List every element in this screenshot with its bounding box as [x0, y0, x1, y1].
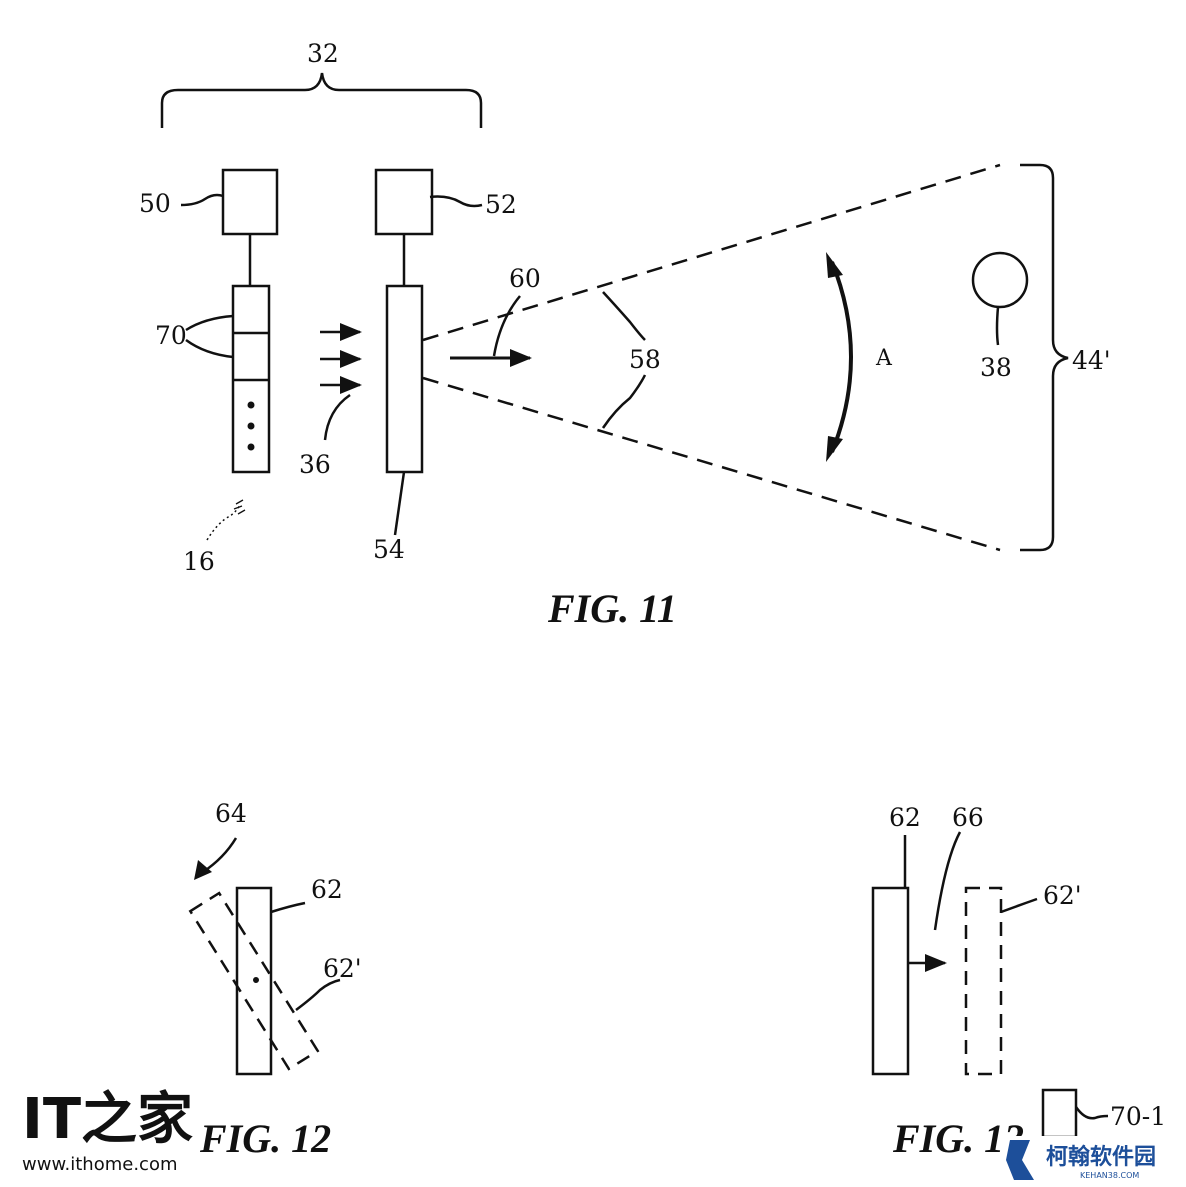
leader-62-prime	[295, 978, 341, 1011]
leader-70-1	[1074, 1106, 1109, 1120]
brace-32	[160, 72, 483, 128]
leader-62	[270, 901, 306, 914]
kehan-watermark: 柯翰软件园 KEHAN38.COM	[1003, 1136, 1179, 1182]
brace-44	[1020, 163, 1069, 552]
display-54	[385, 284, 424, 474]
kehan-url: KEHAN38.COM	[1080, 1171, 1139, 1180]
fov-upper-edge	[422, 163, 1001, 342]
leader-66	[933, 831, 962, 931]
ithome-url: www.ithome.com	[22, 1154, 178, 1175]
label-62: 62	[311, 875, 343, 904]
label-70: 70	[155, 321, 187, 350]
label-32: 32	[307, 39, 339, 68]
display-62-fig13	[871, 886, 910, 1076]
leader-70a	[185, 314, 234, 332]
ithome-logo-text: IT之家	[22, 1087, 193, 1152]
leader-62-prime-fig13	[1000, 897, 1038, 914]
leader-50	[180, 193, 224, 207]
rotation-arrow-A	[830, 261, 853, 453]
box-50	[221, 168, 279, 236]
leader-58-upper	[602, 291, 646, 341]
arrow-64-head	[194, 860, 212, 880]
figure-13: 62 66 62' 70-1 FIG. 13	[871, 803, 1166, 1161]
leader-36	[323, 393, 351, 441]
leader-52	[429, 195, 483, 208]
kehan-bg	[1003, 1136, 1179, 1182]
ellipsis-dot	[247, 422, 255, 430]
leader-54	[393, 471, 406, 536]
fov-lower-edge	[422, 376, 1001, 552]
label-62-fig13: 62	[889, 803, 921, 832]
ithome-logo-bg	[20, 1085, 94, 1143]
rotation-arrow-head-bottom	[826, 436, 843, 462]
leader-70b	[185, 338, 234, 359]
kehan-logo-icon	[1006, 1140, 1034, 1180]
display-62-shifted	[964, 886, 1003, 1076]
display-62-rotated	[188, 891, 320, 1071]
label-A: A	[875, 346, 893, 371]
caption-fig-13: FIG. 13	[892, 1116, 1024, 1161]
ellipsis-dot	[247, 443, 255, 451]
label-66: 66	[952, 803, 984, 832]
leader-60	[492, 295, 521, 357]
label-58: 58	[629, 345, 661, 374]
label-52: 52	[485, 190, 517, 219]
object-38	[971, 251, 1029, 309]
label-36: 36	[299, 450, 331, 479]
label-62-prime: 62'	[323, 954, 362, 983]
leader-58-lower	[601, 374, 647, 429]
ithome-watermark: IT之家 www.ithome.com	[20, 1085, 193, 1175]
label-54: 54	[373, 535, 405, 564]
label-16: 16	[183, 547, 215, 576]
box-52	[374, 168, 434, 236]
label-50: 50	[139, 189, 171, 218]
label-60: 60	[509, 264, 541, 293]
leader-16-tick	[233, 499, 246, 515]
rotation-arrow-head-top	[826, 252, 843, 278]
label-38: 38	[980, 353, 1012, 382]
label-62-prime-fig13: 62'	[1043, 881, 1082, 910]
ellipsis-dot	[247, 401, 255, 409]
kehan-name: 柯翰软件园	[1046, 1144, 1156, 1170]
label-64: 64	[215, 799, 247, 828]
leader-16	[206, 504, 241, 541]
pivot-point	[253, 977, 259, 983]
box-70-1	[1041, 1088, 1078, 1139]
figure-12: 64 62 62' FIG. 12	[188, 799, 362, 1161]
figure-11: 32 50 70 16 36 52 54	[139, 39, 1111, 631]
caption-fig-11: FIG. 11	[547, 586, 677, 631]
label-44: 44'	[1072, 346, 1111, 375]
arrow-64	[202, 837, 238, 874]
caption-fig-12: FIG. 12	[199, 1116, 331, 1161]
leader-38	[995, 306, 1000, 346]
label-70-1: 70-1	[1110, 1102, 1166, 1131]
